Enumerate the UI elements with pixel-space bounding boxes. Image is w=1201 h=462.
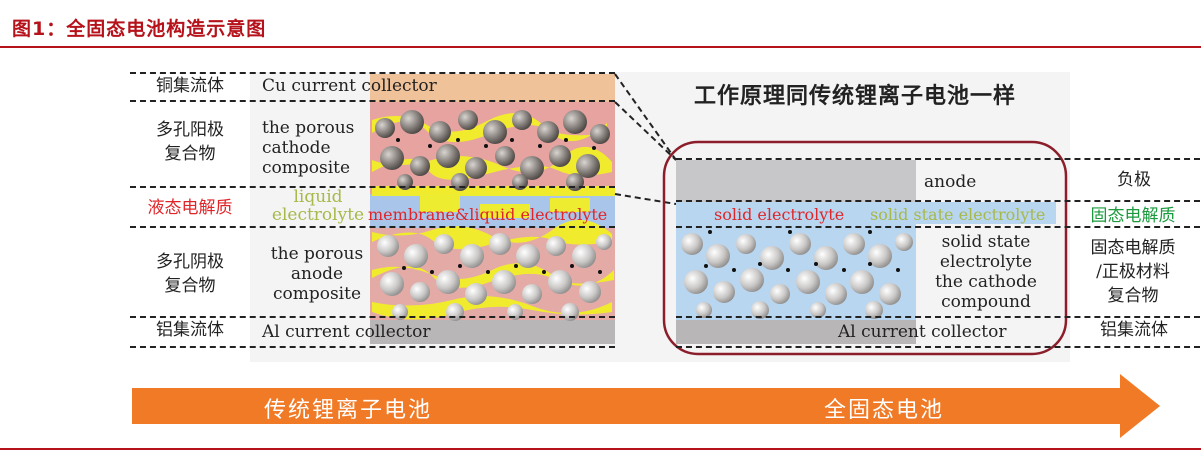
separator-line bbox=[130, 346, 615, 348]
evolution-arrow bbox=[132, 374, 1160, 438]
label-cathode-composite-right: 固态电解质 /正极材料 复合物 bbox=[1090, 238, 1176, 306]
text-cu-current-collector: Cu current collector bbox=[262, 76, 437, 96]
solid-cathode-particles bbox=[681, 233, 913, 319]
label-cu-collector: 铜集流体 bbox=[156, 76, 224, 96]
ion-dots-left bbox=[396, 138, 602, 274]
text-porous-cathode: the porous cathode composite bbox=[262, 118, 355, 178]
separator-line bbox=[676, 158, 1200, 160]
separator-line bbox=[130, 316, 615, 318]
solid-state-frame bbox=[662, 140, 1068, 356]
label-anode-composite: 多孔阴极 复合物 bbox=[156, 252, 224, 296]
label-al-collector-right: 铝集流体 bbox=[1100, 320, 1168, 340]
solid-electrolyte-layer bbox=[676, 202, 1056, 224]
bottom-rule bbox=[0, 448, 1201, 450]
text-solid-cathode-compound: solid state electrolyte the cathode comp… bbox=[935, 232, 1037, 312]
separator-line bbox=[130, 186, 615, 188]
text-anode: anode bbox=[924, 172, 977, 192]
text-solid-state-electrolyte: solid state electrolyte bbox=[870, 205, 1046, 224]
text-al-current-collector-left: Al current collector bbox=[262, 322, 431, 342]
cu-collector-layer bbox=[370, 74, 615, 102]
diagram-subtitle: 工作原理同传统锂离子电池一样 bbox=[694, 84, 1017, 109]
label-solid-electrolyte: 固态电解质 bbox=[1090, 206, 1176, 226]
separator-line bbox=[676, 316, 1200, 318]
arrow-label-solid-state: 全固态电池 bbox=[824, 398, 945, 423]
al-collector-layer-right bbox=[676, 320, 916, 344]
anode-particles bbox=[377, 233, 612, 321]
connector-line-middle bbox=[614, 101, 677, 161]
separator-line bbox=[130, 100, 615, 102]
title-rule bbox=[0, 46, 1201, 48]
label-cathode-composite: 多孔阳极 复合物 bbox=[156, 120, 224, 164]
connector-line-top bbox=[614, 73, 677, 161]
cathode-particles bbox=[375, 110, 610, 191]
separator-line bbox=[130, 226, 615, 228]
text-membrane-electrolyte: membrane&liquid electrolyte bbox=[368, 205, 608, 224]
text-liquid-electrolyte: liquid electrolyte bbox=[271, 187, 365, 225]
figure-title: 图1：全固态电池构造示意图 bbox=[12, 18, 267, 40]
label-liquid-electrolyte: 液态电解质 bbox=[147, 198, 233, 218]
text-al-current-collector-right: Al current collector bbox=[838, 322, 1007, 342]
ion-dots-right bbox=[704, 230, 900, 272]
al-collector-layer-left bbox=[370, 320, 615, 344]
label-al-collector: 铝集流体 bbox=[156, 320, 224, 340]
text-solid-electrolyte: solid electrolyte bbox=[714, 205, 845, 224]
arrow-label-traditional: 传统锂离子电池 bbox=[264, 398, 433, 423]
separator-line bbox=[676, 226, 1200, 228]
separator-line bbox=[676, 346, 1200, 348]
text-porous-anode: the porous anode composite bbox=[270, 244, 364, 304]
separator-line bbox=[676, 200, 1200, 202]
label-anode: 负极 bbox=[1117, 170, 1151, 190]
connector-line-bottom bbox=[614, 193, 677, 205]
separator-line bbox=[130, 72, 615, 74]
solid-anode-layer bbox=[676, 160, 916, 202]
